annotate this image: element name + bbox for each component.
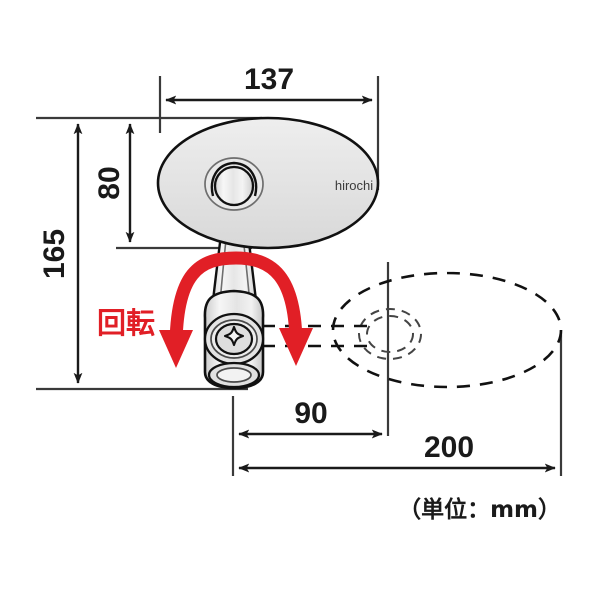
base-bore-inner: [216, 367, 252, 383]
rotation-arrow-left: [159, 330, 193, 368]
extension-lines: [36, 76, 563, 476]
dimension-80: 80: [93, 123, 135, 243]
dim-label-165: 165: [38, 229, 71, 279]
dim-label-80: 80: [93, 166, 126, 199]
ghost-pivot-inner-ellipse: [366, 315, 414, 353]
watermark-text: hirochi: [335, 178, 373, 193]
dimension-200: 200: [238, 431, 556, 473]
dim-label-200: 200: [424, 431, 474, 464]
rotation-label: 回転: [97, 306, 155, 340]
rotation-arc: [169, 251, 303, 349]
unit-note: （単位：mm）: [398, 496, 561, 523]
pivot-ball: [213, 165, 255, 207]
mirror-assembly: hirochi: [156, 116, 380, 390]
dim-label-137: 137: [244, 63, 294, 96]
mirror-head: [156, 116, 380, 250]
dimension-137: 137: [165, 63, 373, 105]
ghost-mirror-ellipse: [331, 271, 563, 389]
ghost-pivot-ellipse: [358, 308, 422, 360]
phillips-cross-icon: [223, 325, 245, 347]
dimension-90: 90: [238, 397, 383, 439]
dimension-165: 165: [38, 123, 83, 384]
rotation-arc-annotation: 回転: [97, 251, 313, 368]
dim-label-90: 90: [294, 397, 327, 430]
rotation-arrow-right: [279, 328, 313, 366]
ghost-rotated-mirror: [262, 271, 563, 389]
